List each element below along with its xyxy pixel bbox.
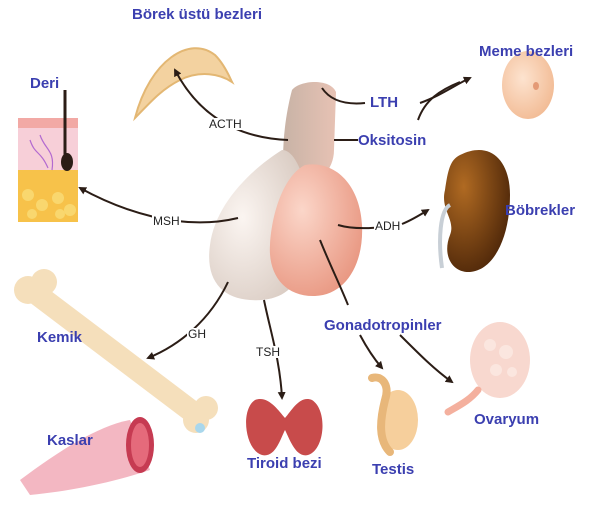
nipple-shape	[533, 82, 539, 90]
label-mammary-glands: Meme bezleri	[479, 44, 573, 59]
pituitary-gland	[209, 82, 362, 300]
label-muscles: Kaslar	[47, 433, 93, 448]
label-testis: Testis	[372, 462, 414, 477]
label-thyroid: Tiroid bezi	[247, 456, 322, 471]
label-adh: ADH	[374, 220, 401, 232]
breast-illustration	[502, 51, 554, 119]
arrow-ovary	[400, 335, 452, 382]
bone-illustration	[14, 269, 218, 433]
label-acth: ACTH	[208, 118, 243, 130]
label-skin: Deri	[30, 76, 59, 91]
label-ovary: Ovaryum	[474, 412, 539, 427]
label-gonadotropins: Gonadotropinler	[324, 318, 442, 333]
label-bone: Kemik	[37, 330, 82, 345]
thyroid-illustration	[246, 399, 322, 455]
ovary-illustration	[448, 322, 530, 412]
label-msh: MSH	[152, 215, 181, 227]
arrow-gh	[148, 282, 228, 358]
label-gh: GH	[187, 328, 207, 340]
label-kidneys: Böbrekler	[505, 203, 575, 218]
label-lth: LTH	[370, 95, 398, 110]
label-tsh: TSH	[255, 346, 281, 358]
arrow-testis	[360, 335, 382, 368]
label-oxytocin: Oksitosin	[358, 133, 426, 148]
kidney-illustration	[440, 150, 510, 272]
label-adrenal-glands: Börek üstü bezleri	[132, 7, 262, 22]
testis-illustration	[372, 377, 418, 452]
muscle-illustration	[20, 417, 154, 495]
skin-illustration	[18, 90, 78, 222]
